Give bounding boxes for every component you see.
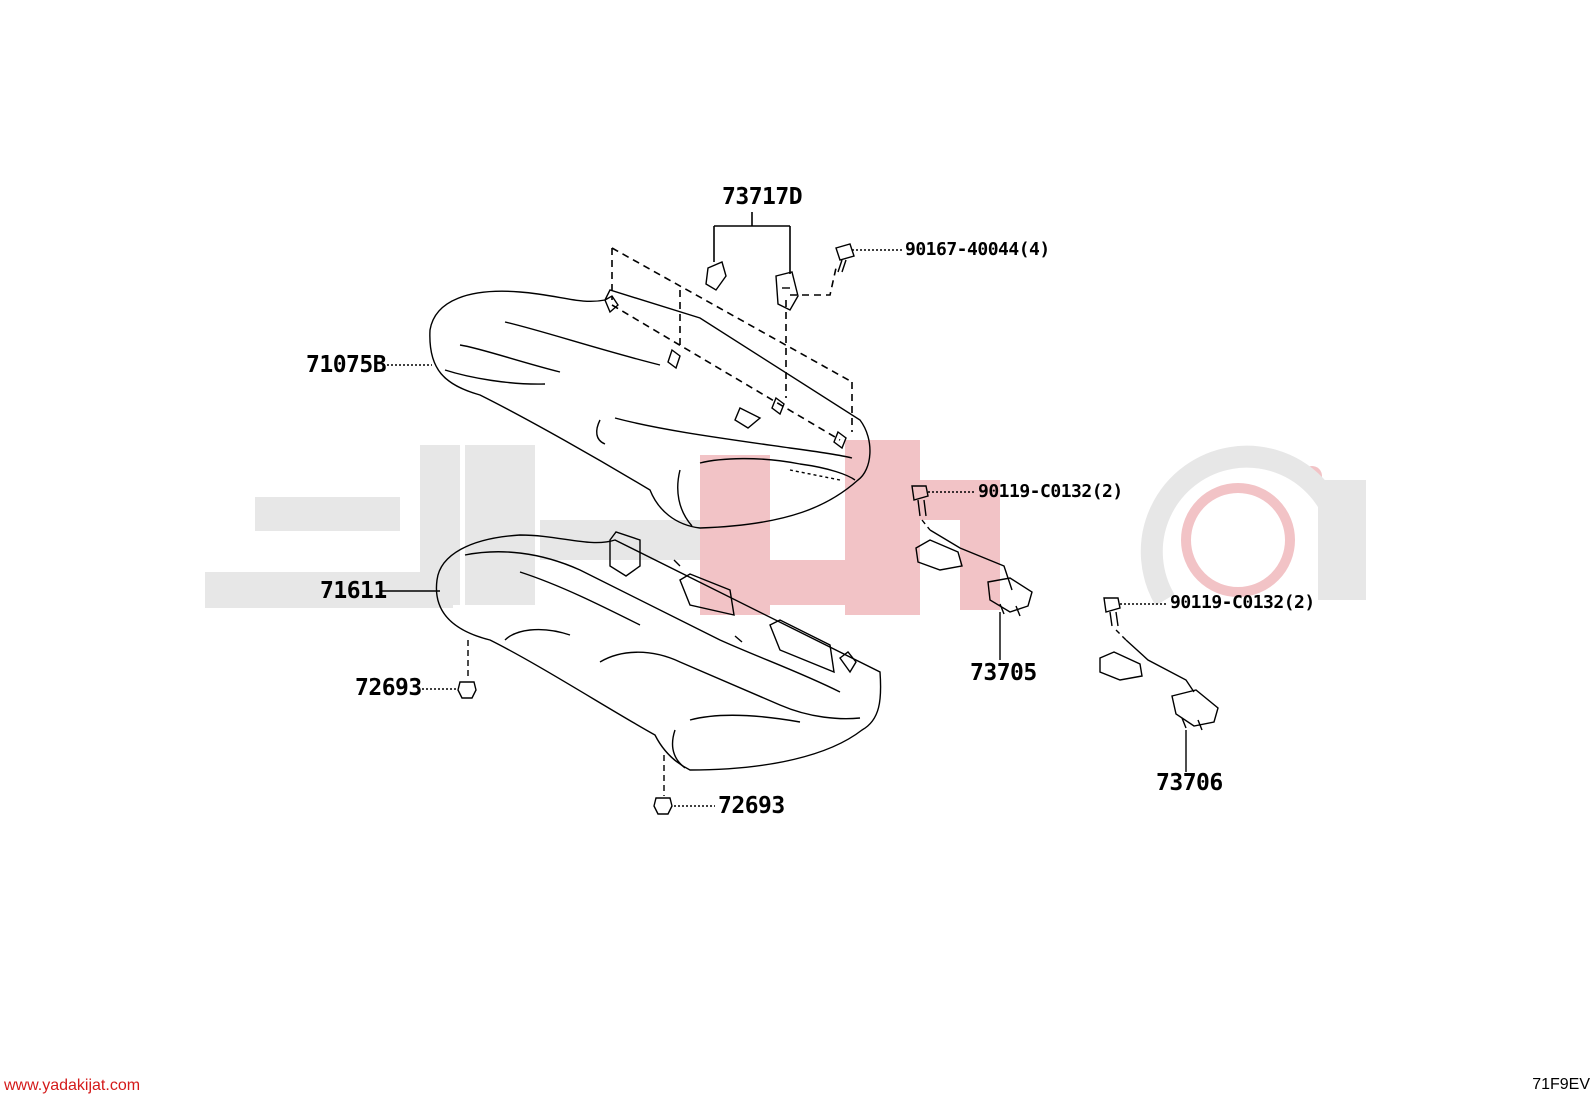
label-90119-c0132-lower: 90119-C0132(2): [1170, 592, 1315, 613]
seat-cushion-pad-71611: [435, 531, 882, 771]
label-73705: 73705: [970, 660, 1037, 686]
clip-alignment-dashes: [611, 247, 853, 441]
screw-90167-40044: [835, 243, 903, 273]
hook-assembly-73705: [915, 529, 1033, 617]
bracket-73717d-leader: [713, 212, 791, 274]
website-watermark-text: www.yadakijat.com: [4, 1077, 141, 1094]
label-73717d: 73717D: [722, 184, 803, 210]
bolt-90119-c0132-lower: [1103, 597, 1168, 641]
clip-73717d-right: [775, 271, 799, 311]
hook-assembly-73706: [1099, 639, 1219, 731]
label-73706: 73706: [1156, 770, 1223, 796]
label-90167-40044: 90167-40044(4): [905, 239, 1050, 260]
label-90119-c0132-upper: 90119-C0132(2): [978, 481, 1123, 502]
label-71075b: 71075B: [306, 352, 387, 378]
clip-73717d-left: [705, 261, 727, 291]
label-72693-bottom: 72693: [718, 793, 785, 819]
bolt-90119-c0132-upper: [911, 485, 975, 531]
clip-72693-bottom: [653, 755, 715, 815]
seat-back-cover-71075b: [429, 289, 871, 529]
label-72693-left: 72693: [355, 675, 422, 701]
diagram-code: 71F9EV: [1532, 1076, 1590, 1093]
label-71611: 71611: [320, 578, 387, 604]
clip-72693-left: [418, 640, 477, 699]
